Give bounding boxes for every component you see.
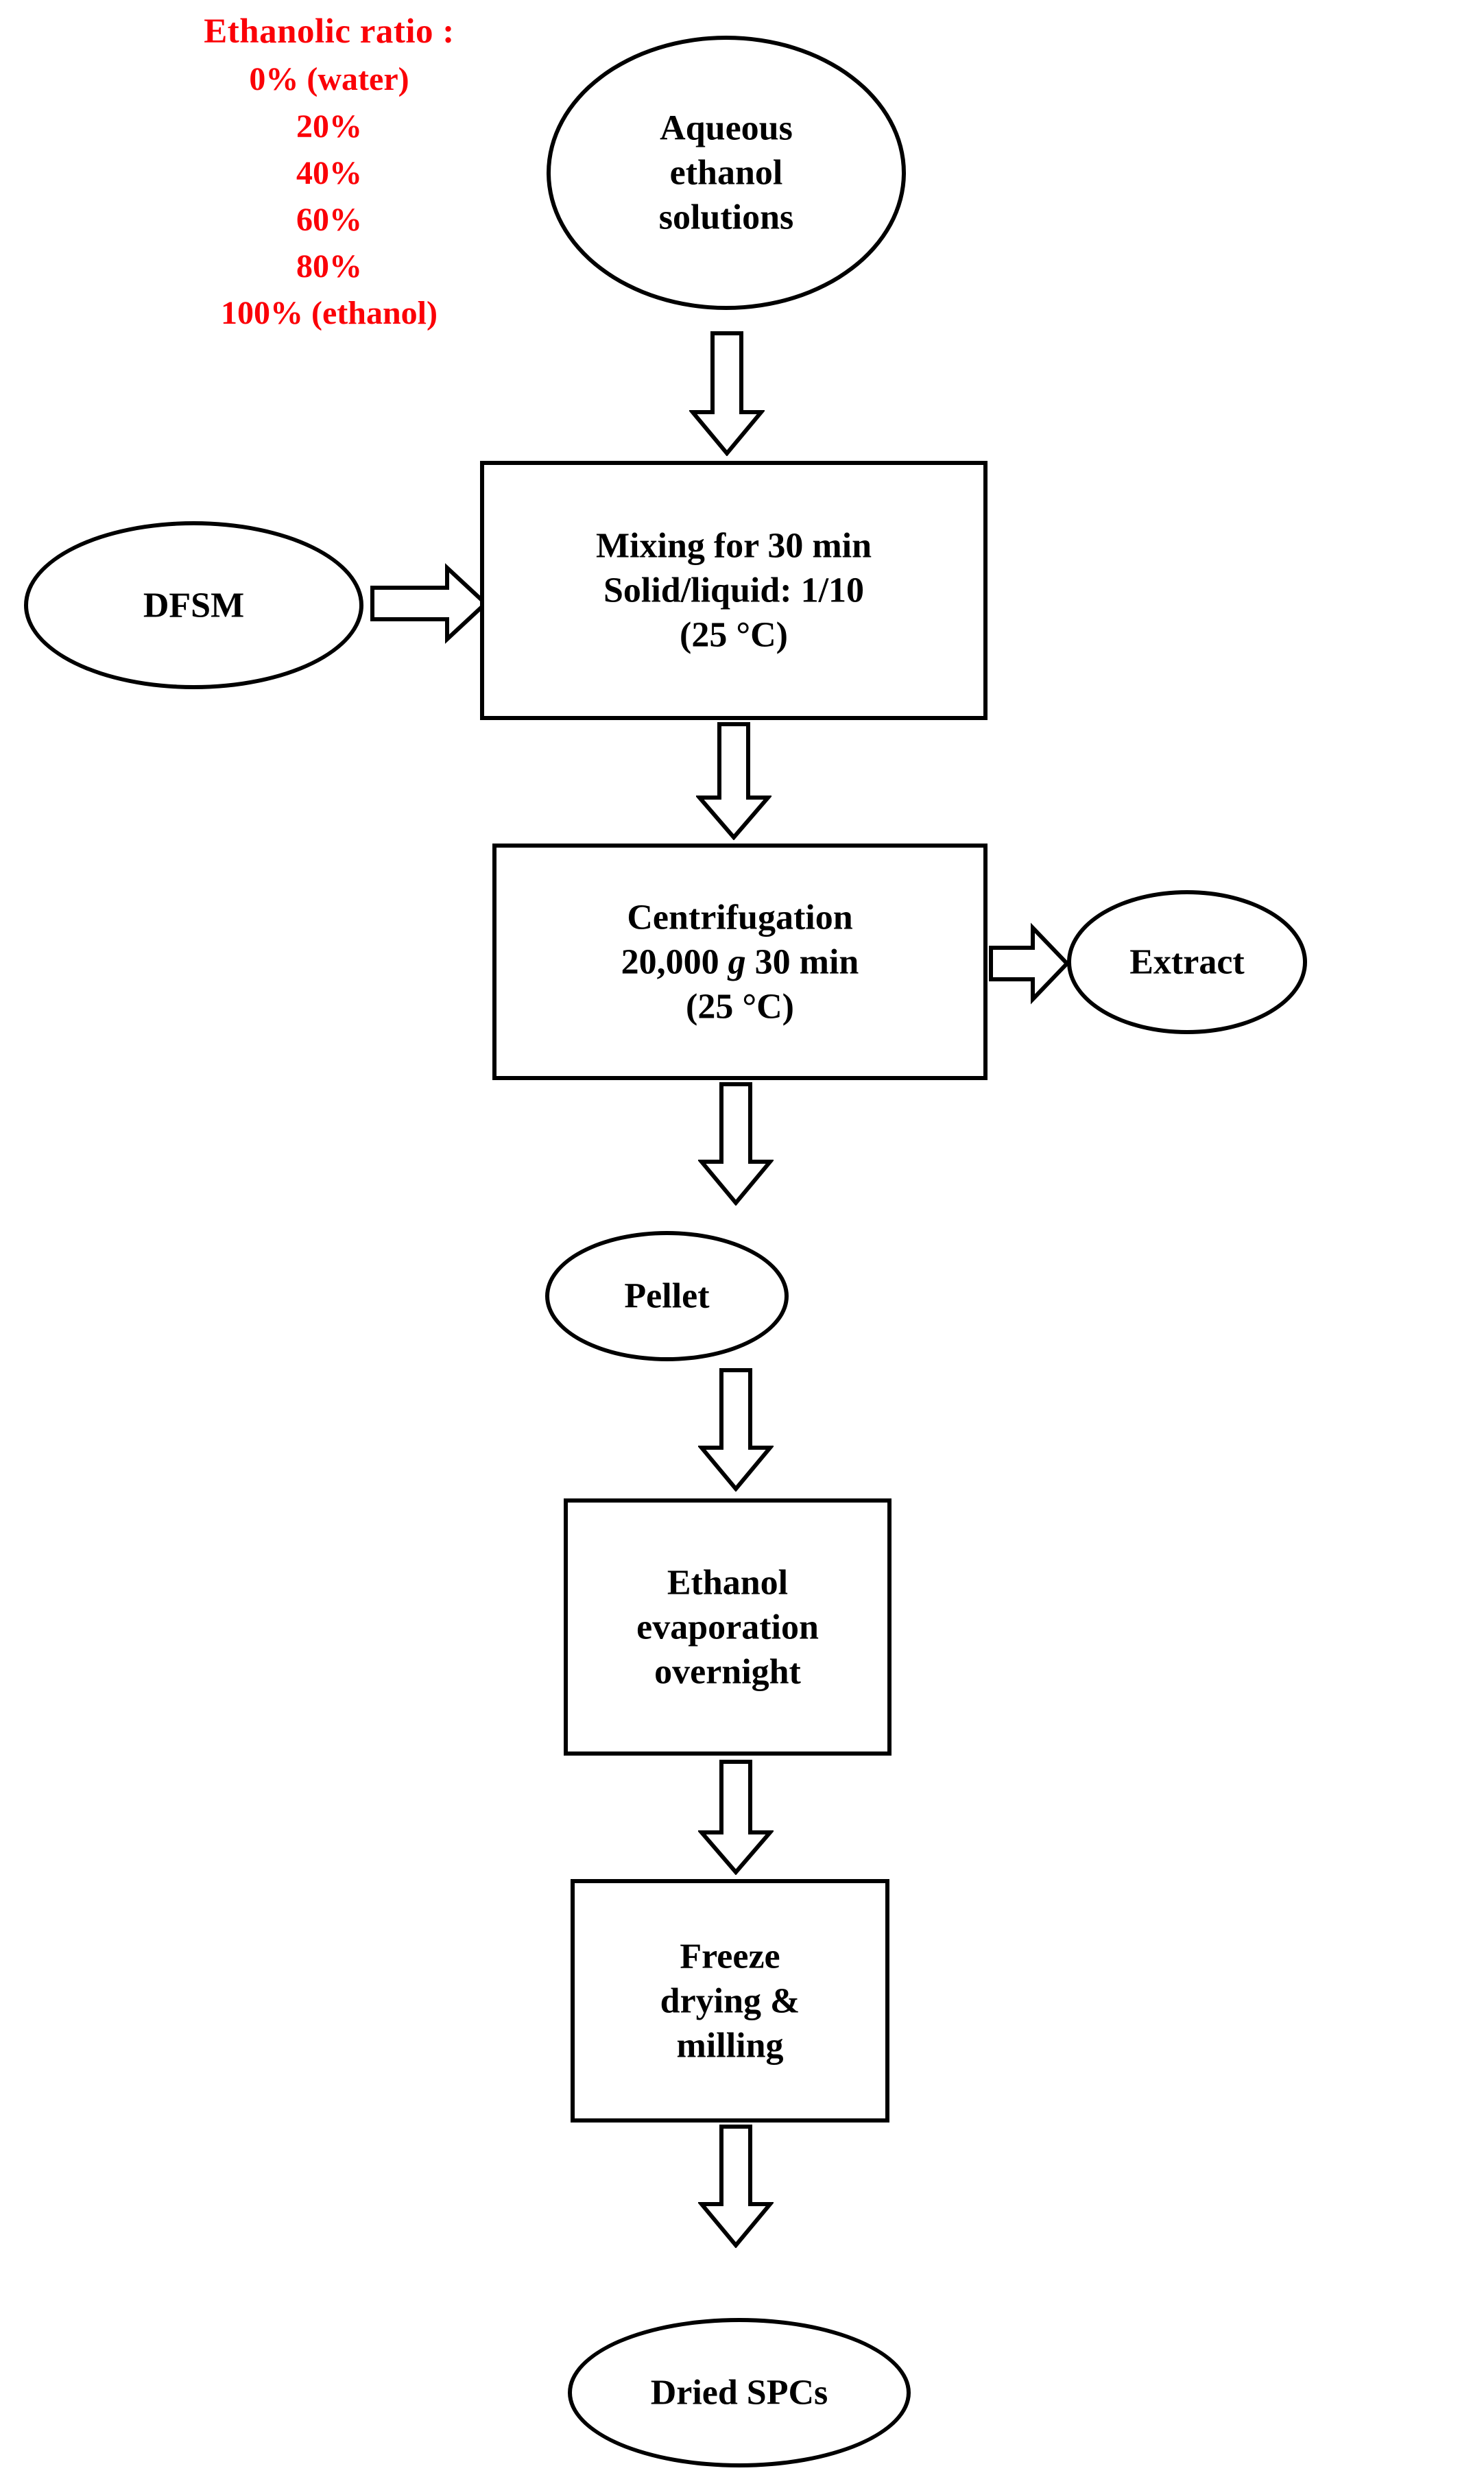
node-freeze-line-1: drying & — [660, 1981, 800, 2020]
node-centrifugation-line-0: Centrifugation — [627, 898, 853, 937]
centrifugation-duration: 30 min — [745, 942, 859, 981]
node-freeze-line-2: milling — [676, 2026, 784, 2065]
node-ethanol-evaporation[interactable]: Ethanol evaporation overnight — [564, 1498, 891, 1756]
arrow-evaporation-to-freeze — [698, 1760, 774, 1875]
legend-item-4: 80% — [296, 248, 362, 285]
node-dried-spcs-line-0: Dried SPCs — [650, 2373, 828, 2413]
node-mixing-line-0: Mixing for 30 min — [595, 526, 872, 566]
arrow-aqueous-to-mixing — [689, 331, 765, 456]
node-centrifugation[interactable]: Centrifugation 20,000 g 30 min (25 °C) — [492, 844, 988, 1080]
arrow-pellet-to-evaporation — [698, 1368, 774, 1492]
legend-item-2: 40% — [296, 154, 362, 191]
node-aqueous-ethanol-solutions[interactable]: Aqueous ethanol solutions — [547, 36, 906, 310]
node-aqueous-line-0: Aqueous — [660, 108, 793, 148]
node-pellet[interactable]: Pellet — [545, 1231, 789, 1361]
node-evaporation-label: Ethanol evaporation overnight — [568, 1560, 887, 1694]
node-evaporation-line-2: overnight — [654, 1652, 801, 1691]
legend-item-1: 20% — [296, 108, 362, 145]
node-extract[interactable]: Extract — [1067, 890, 1307, 1034]
arrow-mixing-to-centrifugation — [696, 722, 771, 840]
legend-item-3: 60% — [296, 201, 362, 238]
node-extract-line-0: Extract — [1129, 942, 1245, 982]
legend-item-5: 100% (ethanol) — [221, 295, 438, 332]
node-aqueous-line-1: ethanol — [669, 153, 783, 193]
node-evaporation-line-1: evaporation — [636, 1607, 819, 1647]
arrow-centrifugation-to-extract — [989, 922, 1070, 1005]
arrow-dfsm-to-mixing — [370, 562, 488, 645]
node-mixing-line-2: (25 °C) — [680, 615, 788, 655]
node-pellet-label: Pellet — [549, 1274, 785, 1319]
node-centrifugation-line-2: (25 °C) — [686, 987, 794, 1026]
node-mixing-line-1: Solid/liquid: 1/10 — [603, 571, 865, 610]
legend-item-0: 0% (water) — [249, 61, 409, 98]
node-evaporation-line-0: Ethanol — [667, 1563, 789, 1602]
legend-title: Ethanolic ratio : — [204, 12, 455, 51]
node-aqueous-line-2: solutions — [658, 198, 794, 237]
node-extract-label: Extract — [1071, 940, 1303, 985]
arrow-freeze-to-dried-spcs — [698, 2125, 774, 2248]
centrifugation-speed: 20,000 — [621, 942, 728, 981]
arrow-centrifugation-to-pellet — [698, 1082, 774, 1206]
node-dried-spcs-label: Dried SPCs — [572, 2371, 907, 2415]
node-centrifugation-line-1: 20,000 g 30 min — [501, 940, 979, 984]
node-dfsm[interactable]: DFSM — [24, 521, 363, 689]
node-mixing-label: Mixing for 30 min Solid/liquid: 1/10 (25… — [484, 524, 983, 658]
node-freeze-label: Freeze drying & milling — [575, 1934, 885, 2068]
node-freeze-drying-milling[interactable]: Freeze drying & milling — [571, 1879, 889, 2123]
node-dfsm-line-0: DFSM — [143, 586, 245, 625]
node-pellet-line-0: Pellet — [624, 1276, 710, 1316]
centrifugation-g-unit: g — [728, 942, 746, 981]
node-dried-spcs[interactable]: Dried SPCs — [568, 2318, 911, 2467]
node-mixing[interactable]: Mixing for 30 min Solid/liquid: 1/10 (25… — [480, 461, 988, 720]
node-freeze-line-0: Freeze — [680, 1937, 780, 1976]
node-aqueous-label: Aqueous ethanol solutions — [551, 106, 902, 240]
ethanolic-ratio-legend: Ethanolic ratio : 0% (water) 20% 40% 60%… — [110, 7, 549, 337]
node-centrifugation-label: Centrifugation 20,000 g 30 min (25 °C) — [496, 895, 983, 1029]
node-dfsm-label: DFSM — [28, 583, 359, 627]
